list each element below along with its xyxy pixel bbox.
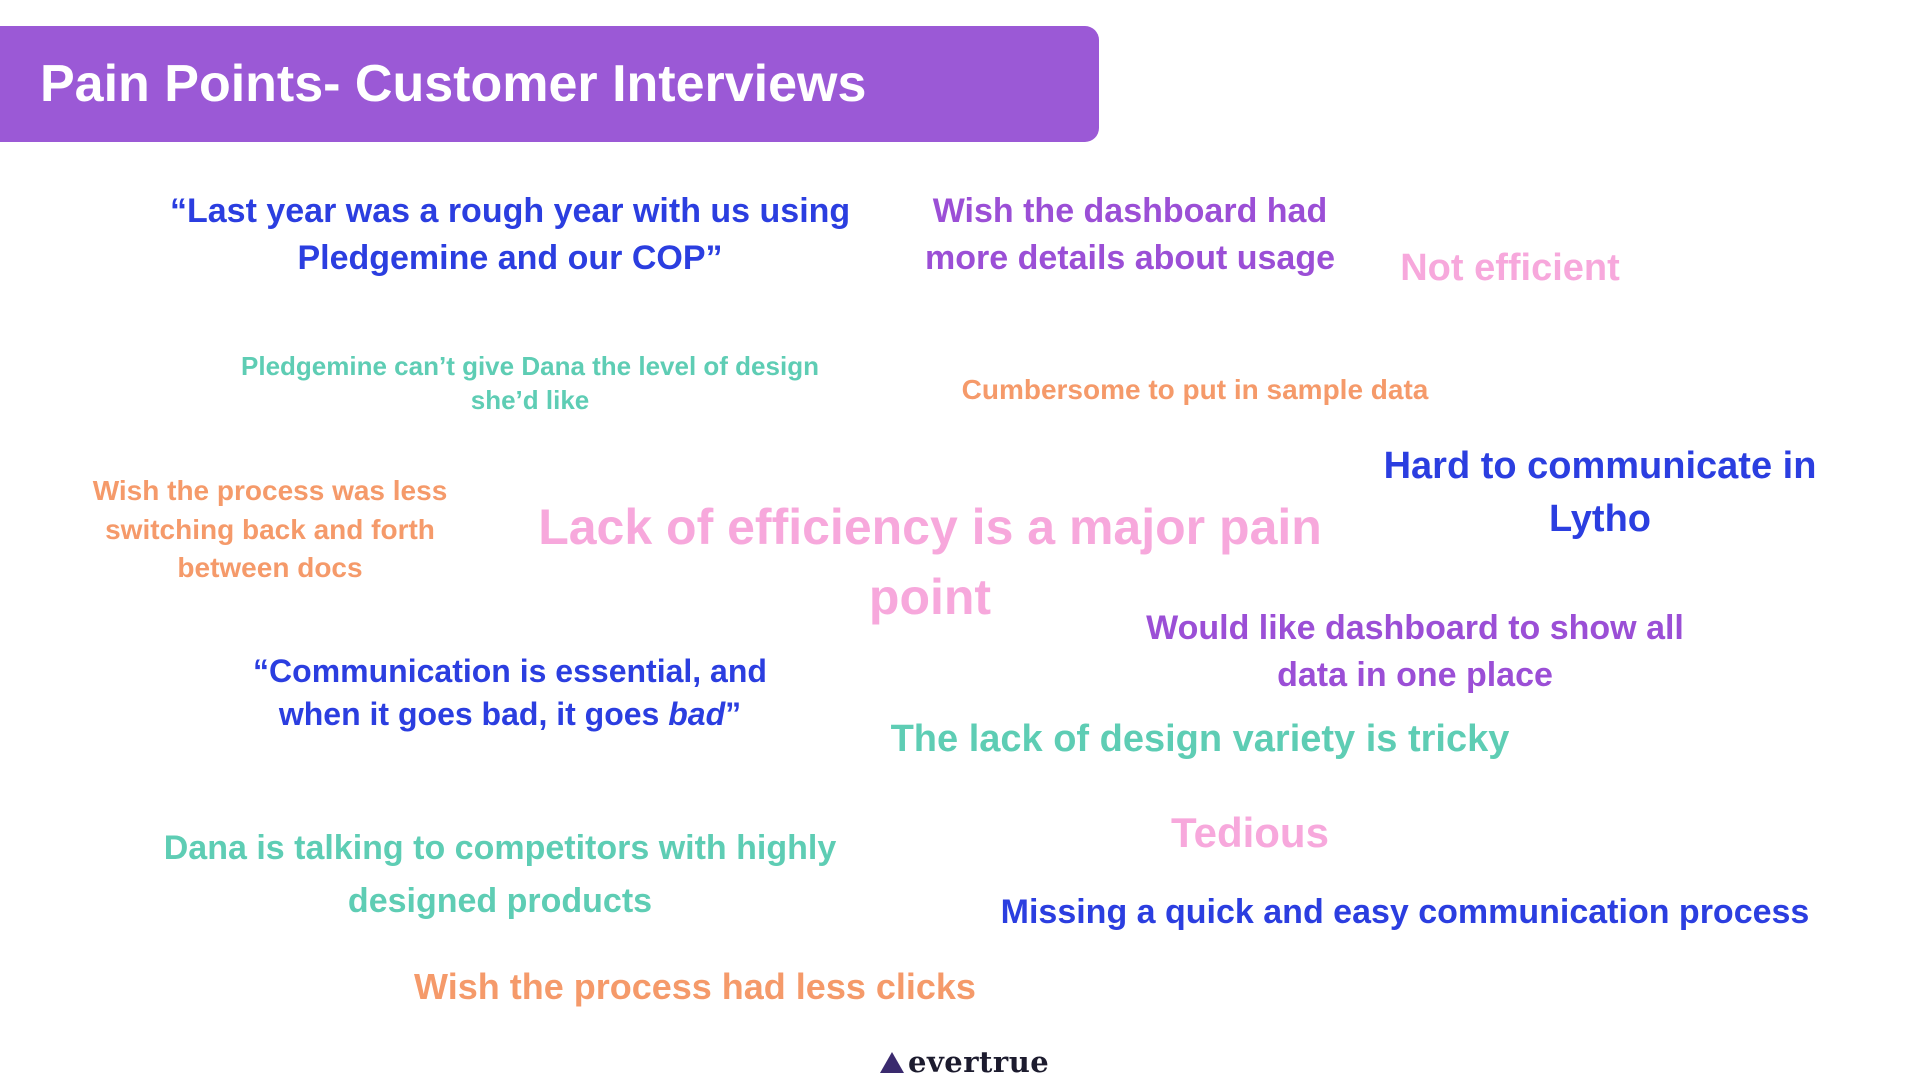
note-line: Lack of efficiency is a major pain: [538, 499, 1322, 555]
note-line: Not efficient: [1400, 247, 1620, 289]
note-line: she’d like: [470, 384, 590, 415]
note-missing-process: Missing a quick and easy communication p…: [1000, 890, 1810, 934]
note-line: Wish the process had less clicks: [414, 966, 976, 1007]
note-line: Tedious: [1171, 809, 1329, 856]
note-design-variety: The lack of design variety is tricky: [880, 715, 1520, 764]
note-line: data in one place: [1277, 655, 1553, 694]
note-tedious: Tedious: [1130, 806, 1370, 861]
note-line: Wish the dashboard had: [932, 192, 1328, 230]
note-line: Hard to communicate in: [1383, 445, 1817, 487]
note-competitors: Dana is talking to competitors with high…: [150, 822, 850, 927]
note-line: The lack of design variety is tricky: [890, 718, 1510, 760]
note-hard-communicate: Hard to communicate in Lytho: [1350, 440, 1850, 546]
emphasis-text: bad: [668, 695, 726, 732]
triangle-logo-icon: [880, 1051, 904, 1073]
note-line: “Last year was a rough year with us usin…: [170, 192, 851, 230]
note-line: more details about usage: [925, 238, 1335, 277]
note-line: point: [868, 569, 992, 625]
note-less-clicks: Wish the process had less clicks: [410, 964, 980, 1011]
note-line: Wish the process was less: [92, 475, 448, 506]
note-dashboard-all: Would like dashboard to show all data in…: [1130, 605, 1700, 699]
note-design-level: Pledgemine can’t give Dana the level of …: [220, 350, 840, 418]
note-line: Pledgemine and our COP”: [297, 238, 723, 277]
note-switching: Wish the process was less switching back…: [60, 472, 480, 588]
note-not-efficient: Not efficient: [1380, 244, 1640, 293]
note-dashboard-details: Wish the dashboard had more details abou…: [910, 188, 1350, 282]
note-line: designed products: [347, 881, 653, 920]
note-line: switching back and forth: [105, 513, 435, 545]
note-line: Missing a quick and easy communication p…: [1000, 893, 1810, 931]
note-text: when it goes bad, it goes: [278, 695, 669, 732]
note-line: between docs: [177, 552, 363, 584]
note-rough-year: “Last year was a rough year with us usin…: [170, 188, 850, 282]
note-text: ”: [725, 695, 742, 732]
note-line: Pledgemine can’t give Dana the level of …: [241, 351, 819, 381]
note-line: when it goes bad, it goes bad”: [230, 693, 790, 736]
note-communication: “Communication is essential, and when it…: [230, 650, 790, 735]
note-sample-data: Cumbersome to put in sample data: [940, 372, 1450, 408]
title-banner: Pain Points- Customer Interviews: [0, 26, 1099, 142]
note-major-pain: Lack of efficiency is a major pain point: [520, 492, 1340, 632]
note-line: Would like dashboard to show all: [1146, 609, 1684, 647]
note-line: “Communication is essential, and: [253, 653, 767, 689]
note-line: Dana is talking to competitors with high…: [163, 829, 837, 867]
note-line: Lytho: [1548, 498, 1651, 541]
page-title: Pain Points- Customer Interviews: [40, 55, 867, 113]
note-line: Cumbersome to put in sample data: [961, 374, 1429, 405]
evertrue-logo: evertrue: [880, 1044, 1049, 1080]
logo-text: evertrue: [908, 1045, 1050, 1079]
